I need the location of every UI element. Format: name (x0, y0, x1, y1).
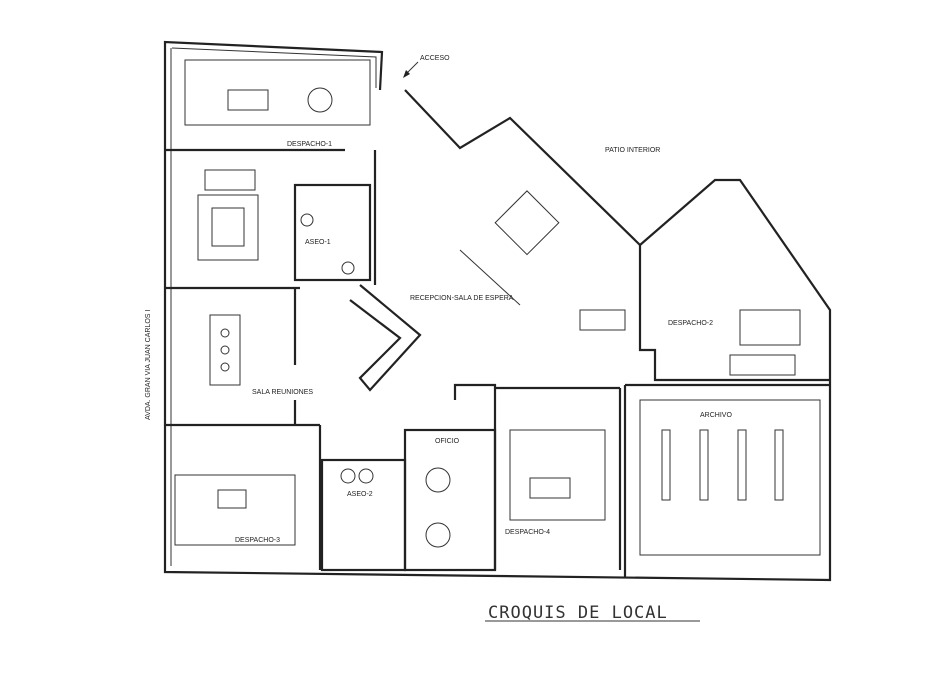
label-recepcion: RECEPCION-SALA DE ESPERA (410, 295, 514, 302)
label-aseo-2: ASEO-2 (347, 491, 373, 498)
outer-walls (163, 40, 832, 582)
label-oficio: OFICIO (435, 438, 460, 445)
label-archivo: ARCHIVO (700, 412, 732, 419)
label-despacho-1: DESPACHO-1 (287, 141, 332, 148)
label-aseo-1: ASEO-1 (305, 239, 331, 246)
label-sala-reuniones: SALA REUNIONES (252, 389, 313, 396)
label-despacho-2: DESPACHO-2 (668, 320, 713, 327)
drawing-title: CROQUIS DE LOCAL (488, 603, 668, 623)
interior-walls (165, 148, 830, 578)
label-despacho-4: DESPACHO-4 (505, 529, 550, 536)
access-arrow-icon (403, 61, 419, 78)
label-patio-interior: PATIO INTERIOR (605, 147, 660, 154)
label-despacho-3: DESPACHO-3 (235, 537, 280, 544)
furniture (174, 59, 821, 556)
label-street: AVDA. GRAN VIA JUAN CARLOS I (145, 310, 152, 420)
label-acceso: ACCESO (420, 55, 450, 62)
